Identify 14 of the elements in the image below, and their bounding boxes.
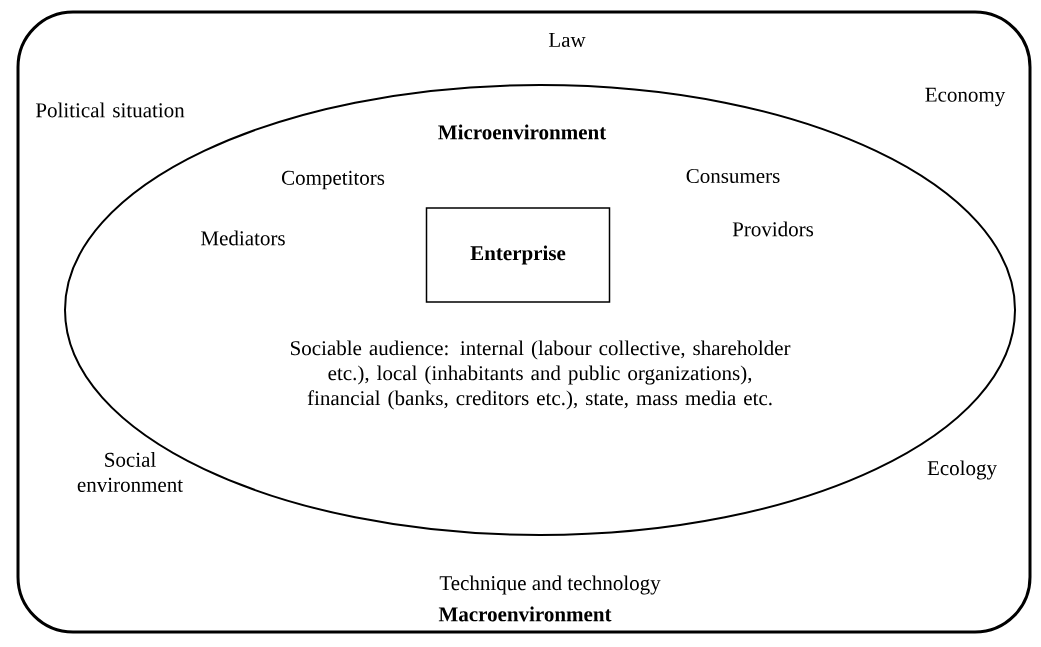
label: Law xyxy=(548,33,586,47)
label: Technique and technology xyxy=(439,575,661,595)
label: Social environment xyxy=(77,452,183,492)
label: Mediators xyxy=(201,230,285,246)
label: Ecology xyxy=(927,460,997,480)
heading: Macroenvironment xyxy=(438,606,612,622)
label: Sociable audience: internal (labour collective, shareholder etc.), local (inhabitants and public organizations), financial (banks, creditors etc.), state, mass media etc. xyxy=(291,340,791,410)
label: Providors xyxy=(732,221,814,237)
box: Enterprise xyxy=(425,207,611,303)
label: Economy xyxy=(925,87,1006,107)
label: Political situation xyxy=(35,102,185,118)
label: Competitors xyxy=(281,170,385,190)
label: Consumers xyxy=(686,168,780,184)
heading: Microenvironment xyxy=(438,124,607,140)
